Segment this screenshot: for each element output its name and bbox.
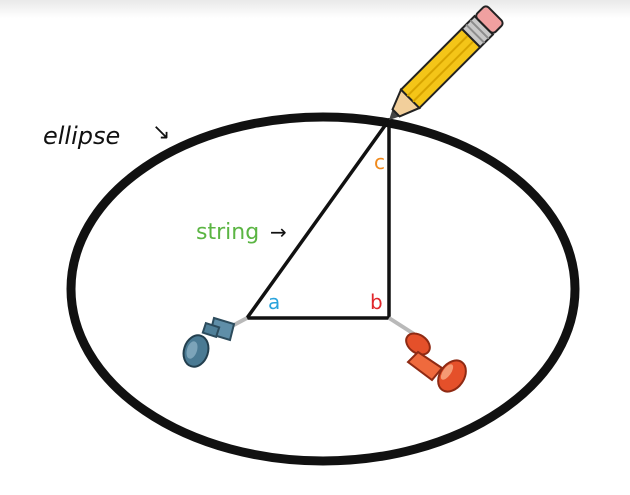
side-a-label: a (268, 290, 281, 314)
string-triangle (245, 118, 391, 320)
string-hypotenuse (245, 118, 391, 320)
top-bar (0, 0, 630, 18)
string-arrow-icon: → (270, 220, 287, 244)
pencil-icon (389, 5, 504, 120)
side-c-label: c (374, 150, 385, 174)
blue-pushpin-icon (182, 316, 248, 368)
string-label: string (196, 220, 260, 245)
red-pushpin-icon (387, 316, 467, 393)
ellipse-label: ellipse (43, 122, 121, 150)
ellipse-arrow-icon: ↘ (152, 120, 171, 145)
side-b-label: b (370, 290, 383, 314)
ellipse-shape (66, 112, 580, 466)
